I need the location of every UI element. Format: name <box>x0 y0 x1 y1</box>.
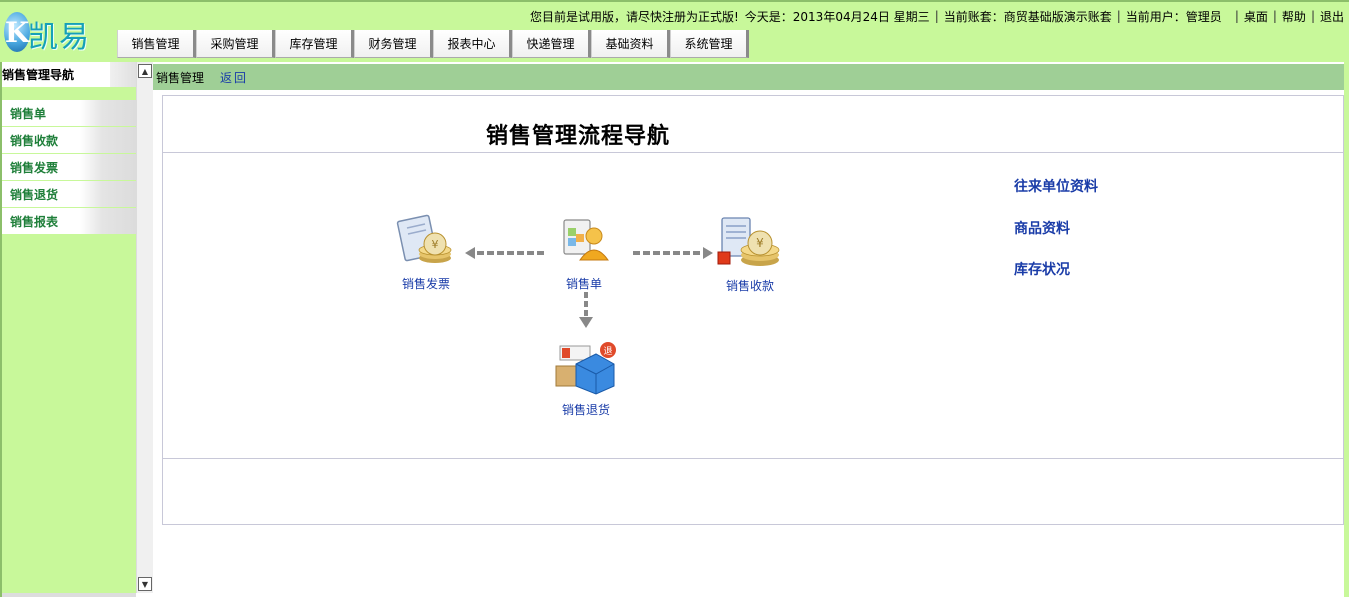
flow-node-sales-return[interactable]: 退 销售退货 <box>553 340 619 418</box>
logout-link[interactable]: 退出 <box>1319 9 1344 24</box>
sidebar-item-label: 销售发票 <box>10 160 59 175</box>
arrow-down-icon <box>579 292 593 328</box>
receipt-icon: ¥ <box>717 217 780 266</box>
link-inventory-status[interactable]: 库存状况 <box>1014 262 1070 278</box>
sidebar-title: 销售管理导航 <box>2 62 136 88</box>
sales-return-icon: 退 <box>555 342 616 395</box>
sidebar-scrollbar[interactable]: ▲ ▼ <box>136 62 153 593</box>
flow-panel: 销售管理流程导航 ¥ 销售发票 <box>162 95 1344 525</box>
page-title: 销售管理流程导航 <box>486 124 671 149</box>
flow-node-sales-order[interactable]: 销售单 <box>555 214 613 292</box>
scroll-up-icon[interactable]: ▲ <box>138 64 152 78</box>
svg-text:¥: ¥ <box>432 238 439 251</box>
tab-basic-data[interactable]: 基础资料 <box>591 30 670 58</box>
sidebar-item-sales-report[interactable]: 销售报表 <box>2 208 136 235</box>
sidebar-title-text: 销售管理导航 <box>2 68 75 82</box>
arrow-left-icon <box>465 247 545 259</box>
desktop-link[interactable]: 桌面 <box>1243 9 1268 24</box>
right-edge-strip <box>1344 62 1349 597</box>
current-user: 当前用户：管理员 <box>1125 9 1222 24</box>
tab-system[interactable]: 系统管理 <box>670 30 749 58</box>
svg-text:退: 退 <box>603 346 612 357</box>
arrow-right-icon <box>633 247 713 259</box>
logo-k-mark: K <box>4 12 30 52</box>
today-date: 今天是：2013年04月24日 星期三 <box>744 9 930 24</box>
breadcrumb-current: 销售管理 <box>156 70 205 85</box>
sidebar-item-sales-return[interactable]: 销售退货 <box>2 181 136 208</box>
breadcrumb: 销售管理 返回 <box>153 64 1345 90</box>
sidebar-gap <box>2 88 136 100</box>
main-content: 销售管理 返回 销售管理流程导航 ¥ 销售发票 <box>153 62 1349 597</box>
sidebar: 销售管理导航 销售单 销售收款 销售发票 销售退货 销售报表 <box>0 62 136 597</box>
back-link[interactable]: 返回 <box>220 70 249 85</box>
top-info-bar: 您目前是试用版，请尽快注册为正式版! 今天是：2013年04月24日 星期三 |… <box>527 8 1347 24</box>
invoice-icon: ¥ <box>396 214 452 263</box>
svg-text:¥: ¥ <box>756 236 764 250</box>
scroll-down-icon[interactable]: ▼ <box>138 577 152 591</box>
panel-divider <box>163 458 1343 459</box>
flow-node-label: 销售发票 <box>401 277 450 291</box>
sidebar-item-sales-order[interactable]: 销售单 <box>2 100 136 127</box>
sidebar-item-label: 销售报表 <box>10 214 59 229</box>
panel-title-bar: 销售管理流程导航 <box>163 96 1343 153</box>
current-account: 当前账套：商贸基础版演示账套 <box>943 9 1112 24</box>
help-link[interactable]: 帮助 <box>1281 9 1306 24</box>
app-logo: K 凯易通 <box>2 8 112 99</box>
flow-node-label: 销售退货 <box>561 403 610 417</box>
tab-reports[interactable]: 报表中心 <box>433 30 512 58</box>
link-product-info[interactable]: 商品资料 <box>1014 221 1070 237</box>
link-partner-info[interactable]: 往来单位资料 <box>1014 179 1098 195</box>
separator: | <box>1234 9 1239 23</box>
flow-node-label: 销售收款 <box>725 279 774 293</box>
flow-node-label: 销售单 <box>565 277 602 291</box>
sidebar-hscroll[interactable] <box>2 593 136 597</box>
tab-finance[interactable]: 财务管理 <box>354 30 433 58</box>
sidebar-title-stripe <box>110 62 136 87</box>
separator: | <box>1272 9 1277 23</box>
trial-notice: 您目前是试用版，请尽快注册为正式版! <box>529 9 739 24</box>
sidebar-item-sales-receipt[interactable]: 销售收款 <box>2 127 136 154</box>
sales-order-icon <box>563 219 609 261</box>
sidebar-item-label: 销售单 <box>10 106 47 121</box>
sidebar-item-label: 销售收款 <box>10 133 59 148</box>
main-nav-tabs: 销售管理 采购管理 库存管理 财务管理 报表中心 快递管理 基础资料 系统管理 <box>117 30 749 58</box>
separator: | <box>1310 9 1315 23</box>
flow-node-sales-receipt[interactable]: ¥ 销售收款 <box>715 214 785 294</box>
tab-express[interactable]: 快递管理 <box>512 30 591 58</box>
sidebar-item-sales-invoice[interactable]: 销售发票 <box>2 154 136 181</box>
tab-purchase[interactable]: 采购管理 <box>196 30 275 58</box>
app-header: K 凯易通 您目前是试用版，请尽快注册为正式版! 今天是：2013年04月24日… <box>0 0 1349 99</box>
sidebar-item-label: 销售退货 <box>10 187 59 202</box>
separator: | <box>1116 9 1121 23</box>
flow-node-sales-invoice[interactable]: ¥ 销售发票 <box>391 214 461 292</box>
tab-sales[interactable]: 销售管理 <box>117 30 196 58</box>
separator: | <box>934 9 939 23</box>
tab-inventory[interactable]: 库存管理 <box>275 30 354 58</box>
